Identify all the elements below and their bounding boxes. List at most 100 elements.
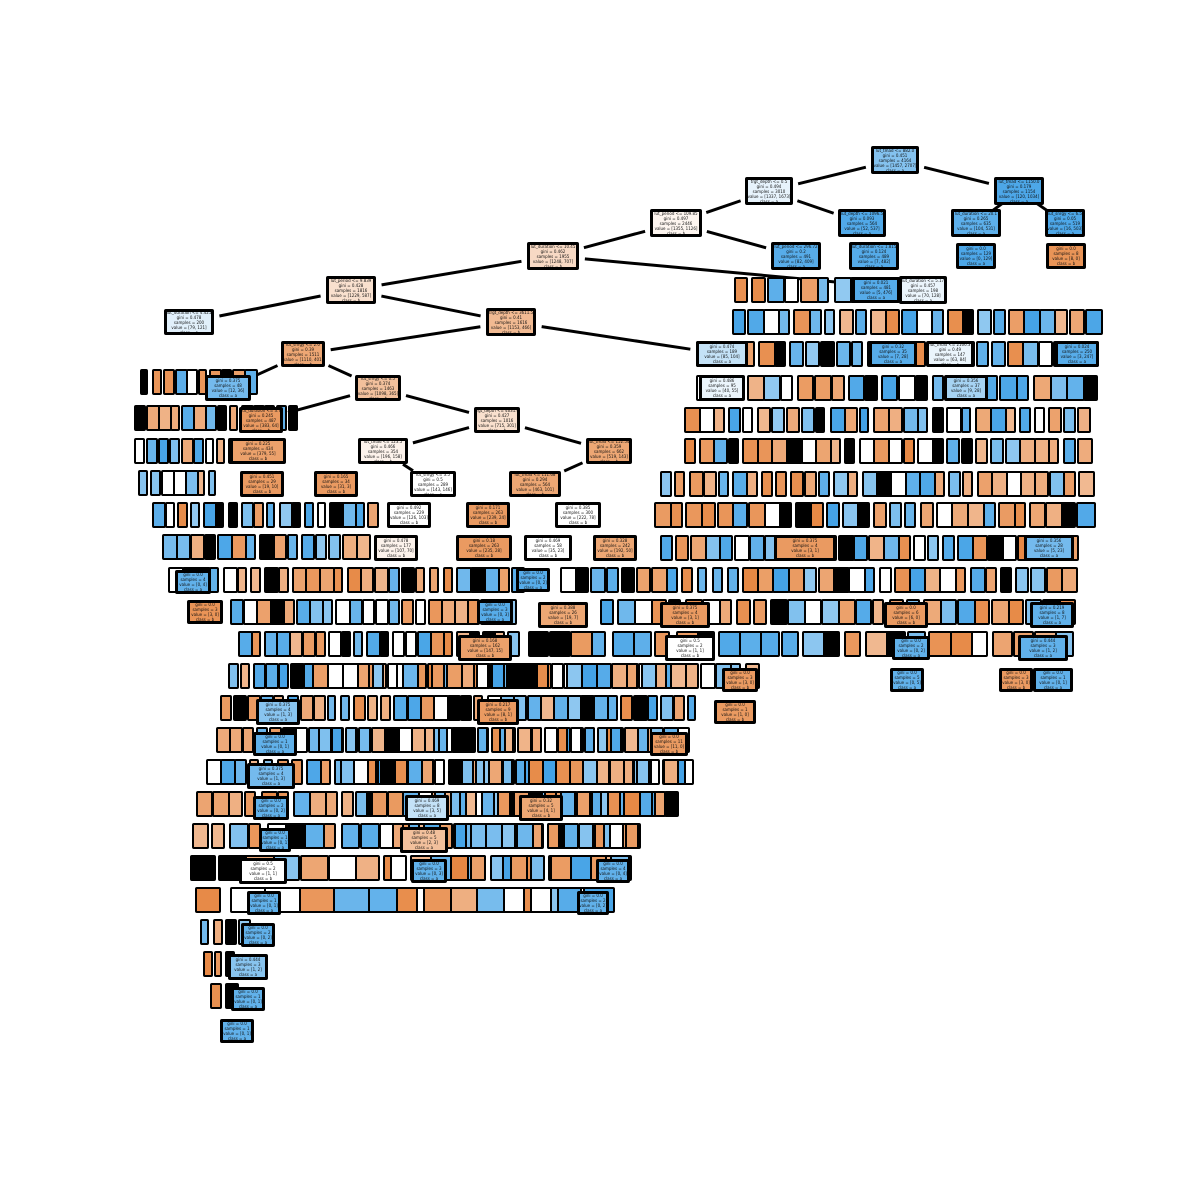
tree-leaf-box: [676, 759, 687, 785]
tree-node-line: class = a: [218, 393, 238, 398]
tree-leaf-box: [229, 727, 244, 753]
tree-leaf-box: [1062, 407, 1076, 433]
tree-node-line: value = [8, 0]: [1052, 256, 1080, 261]
tree-leaf-box: [960, 438, 974, 464]
tree-leaf-box: [742, 407, 753, 433]
tree-node-line: class = b: [543, 263, 563, 269]
tree-node-line: class = a: [1055, 230, 1075, 236]
tree-leaf-box: [313, 695, 326, 721]
tree-node-line: gini = 0.328: [602, 538, 628, 543]
tree-leaf-box: [332, 567, 343, 593]
tree-node-line: class = b: [1056, 261, 1076, 266]
tree-leaf-box: [711, 567, 724, 593]
tree-leaf-box: [428, 567, 439, 593]
tree-node-line: class = b: [487, 427, 507, 433]
tree-node-line: class = a: [901, 653, 921, 658]
tree-leaf-box: [830, 375, 846, 401]
tree-node-line: class = a: [419, 876, 439, 881]
tree-leaf-box: [391, 631, 405, 657]
tree-node-line: gini = 0.388: [550, 605, 576, 610]
tree-node-line: value = [0, 2]: [244, 935, 272, 940]
tree-leaf-box: [204, 438, 214, 464]
tree-leaf-box: [933, 471, 945, 497]
tree-node-line: value = [79, 121]: [171, 324, 207, 330]
tree-edge: [402, 462, 414, 473]
tree-leaf-box: [990, 438, 1004, 464]
tree-node-line: gini = 0.217: [485, 702, 511, 707]
tree-node-line: samples = 4: [265, 707, 291, 712]
tree-leaf-box: [738, 631, 764, 657]
tree-node-line: value = [0, 2]: [519, 580, 547, 585]
tree-node-line: gini = 0.356: [953, 378, 979, 383]
tree-leaf-box: [380, 759, 395, 785]
tree-leaf-box: [282, 599, 295, 625]
tree-leaf-box: [291, 502, 302, 528]
tree-edge: [219, 294, 321, 318]
tree-node-line: samples = 2: [580, 898, 606, 903]
tree-leaf-box: [344, 727, 357, 753]
tree-leaf-box: [488, 759, 504, 785]
tree-leaf-box: [481, 791, 495, 817]
tree-leaf-box: [373, 567, 389, 593]
tree-leaf-box: [446, 695, 461, 721]
tree-node-line: class = b: [659, 749, 679, 754]
tree-leaf-box: [673, 695, 685, 721]
tree-leaf-box: [1008, 599, 1025, 625]
tree-node-line: samples = 250: [1061, 349, 1093, 354]
tree-node-line: gini = 0.5: [680, 638, 700, 643]
tree-node-line: gini = 0.265: [963, 215, 989, 221]
tree-node-line: class = b: [538, 553, 558, 558]
tree-node-line: value = [3, 1]: [671, 615, 699, 620]
tree-leaf-box: [361, 599, 375, 625]
tree-leaf-box: [557, 727, 569, 753]
tree-leaf-box: [829, 438, 841, 464]
tree-node-line: value = [16, 503]: [1047, 225, 1083, 231]
tree-leaf-box: [163, 369, 175, 395]
tree-node-line: value = [11, 0]: [653, 744, 685, 749]
tree-leaf-box: [654, 791, 667, 817]
tree-node-line: value = [3, 0]: [726, 680, 754, 685]
tree-leaf-box: [1060, 567, 1079, 593]
tree-node-line: samples = 1154: [1002, 188, 1036, 194]
tree-leaf-box: [386, 791, 404, 817]
tree-node-line: value = [1110, 401]: [282, 356, 324, 362]
tree-leaf-box: [341, 791, 355, 817]
tree-leaf-box: [780, 375, 794, 401]
tree-leaf-box: [277, 567, 290, 593]
tree-leaf-box: [779, 502, 792, 528]
tree-node-line: lut_tmad <= 111.68: [514, 471, 556, 477]
tree-node-line: value = [0, 1]: [261, 840, 289, 845]
tree-leaf-box: [253, 502, 264, 528]
tree-leaf-box: [778, 309, 790, 335]
tree-node-line: value = [82, 409]: [778, 258, 814, 264]
tree-node-line: class = a: [227, 1036, 247, 1041]
tree-leaf-box: [169, 405, 180, 431]
tree-leaf-box: [216, 438, 226, 464]
tree-leaf-box: [1033, 407, 1045, 433]
tree-node-line: samples = 48: [214, 383, 242, 388]
tree-node-line: gini = 0.0: [730, 670, 750, 675]
tree-node-line: value = [7, 482]: [857, 258, 891, 264]
tree-node-line: samples = 28: [1035, 543, 1063, 548]
tree-node-line: gini = 0.0: [725, 702, 745, 707]
tree-leaf-box: [212, 919, 223, 945]
tree-edge: [287, 394, 351, 415]
tree-node-line: value = [19, 7]: [547, 615, 579, 620]
tree-leaf-box: [169, 438, 181, 464]
tree-leaf-box: [804, 341, 820, 367]
tree-node-line: samples = 5: [528, 803, 554, 808]
tree-leaf-box: [375, 599, 389, 625]
tree-leaf-box: [357, 727, 371, 753]
tree-leaf-box: [1084, 309, 1103, 335]
tree-node-line: samples = 289: [417, 481, 449, 487]
tree-leaf-box: [240, 502, 254, 528]
tree-node-line: gini = 0.171: [475, 505, 501, 510]
tree-node-line: value = [0, 5]: [893, 680, 921, 685]
tree-leaf-box: [530, 727, 542, 753]
tree-leaf-box: [355, 855, 381, 881]
